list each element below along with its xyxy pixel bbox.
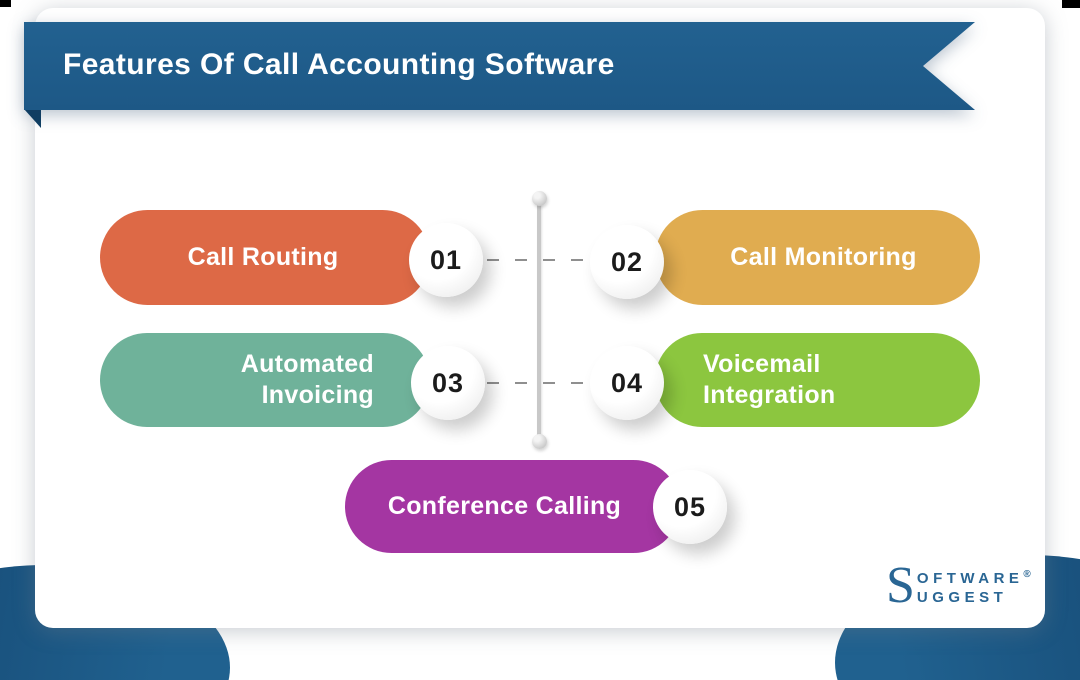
dashed-connector-row1 (487, 259, 589, 261)
feature-pill-call-routing: Call Routing (100, 210, 430, 305)
page-title: Features Of Call Accounting Software (63, 48, 615, 81)
feature-number-badge: 03 (411, 346, 485, 420)
dashed-connector-row2 (487, 382, 589, 384)
feature-pill-conference-calling: Conference Calling (345, 460, 680, 553)
ribbon-shape: Features Of Call Accounting Software (24, 22, 975, 110)
feature-number-badge: 04 (590, 346, 664, 420)
logo-initial: S (886, 557, 915, 614)
logo-line-1: oftware® (916, 569, 1031, 587)
registered-mark: ® (1023, 569, 1031, 580)
spine-bottom-dot (532, 434, 547, 449)
top-left-corner-mark (0, 0, 11, 7)
feature-label: Automated Invoicing (240, 349, 374, 410)
top-right-corner-mark (1062, 0, 1080, 8)
feature-label: Voicemail Integration (703, 349, 836, 410)
spine-top-dot (532, 191, 547, 206)
feature-number-badge: 05 (653, 470, 727, 544)
feature-number-badge: 02 (590, 225, 664, 299)
logo-line-2: uggest (916, 588, 1008, 606)
feature-label: Call Routing (187, 242, 339, 271)
feature-pill-automated-invoicing: Automated Invoicing (100, 333, 430, 427)
feature-number-badge: 01 (409, 223, 483, 297)
feature-label: Conference Calling (387, 491, 622, 520)
feature-pill-call-monitoring: Call Monitoring (655, 210, 980, 305)
title-ribbon: Features Of Call Accounting Software (24, 22, 975, 110)
feature-label: Call Monitoring (730, 242, 917, 271)
center-spine-line (537, 198, 541, 442)
feature-pill-voicemail-integration: Voicemail Integration (655, 333, 980, 427)
softwaresuggest-logo: S oftware® uggest (886, 557, 1031, 614)
